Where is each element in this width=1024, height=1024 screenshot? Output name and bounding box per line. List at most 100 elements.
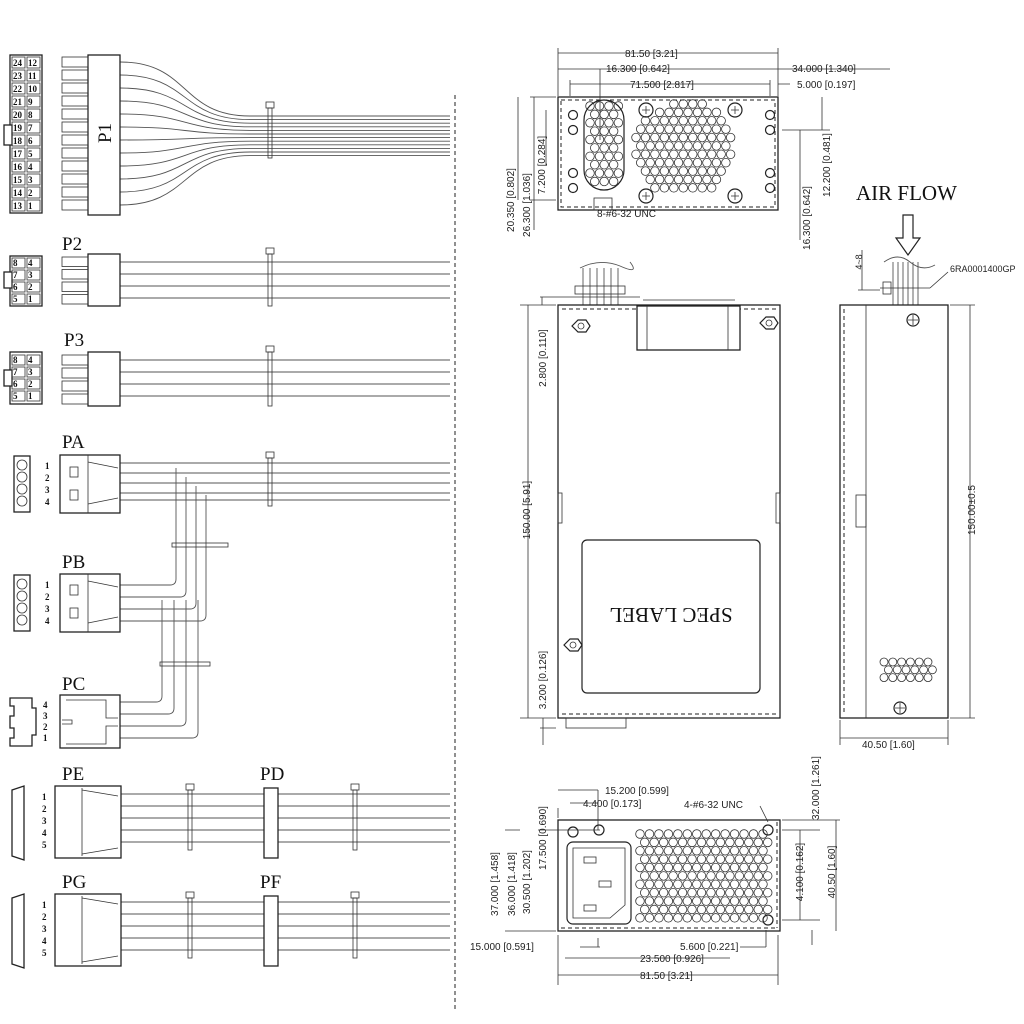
pin-number: 17 bbox=[13, 149, 23, 159]
screw-hole bbox=[567, 124, 579, 136]
vent-hole bbox=[763, 837, 773, 848]
vent-hole bbox=[720, 862, 730, 873]
cable-tie bbox=[267, 107, 273, 159]
vent-hole bbox=[668, 887, 678, 898]
vent-hole bbox=[721, 141, 731, 151]
vent-hole bbox=[683, 107, 693, 118]
vent-hole bbox=[758, 846, 768, 856]
vent-hole bbox=[659, 183, 670, 193]
vent-hole bbox=[645, 141, 655, 151]
vent-hole bbox=[599, 159, 609, 170]
vent-hole bbox=[663, 846, 674, 856]
pin-number: 21 bbox=[13, 97, 23, 107]
pin-number: 5 bbox=[28, 149, 33, 159]
vent-hole bbox=[635, 829, 645, 839]
svg-text:71.500 [2.817]: 71.500 [2.817] bbox=[630, 80, 694, 91]
vent-hole bbox=[914, 673, 924, 682]
pin-cell bbox=[11, 293, 26, 305]
svg-text:5: 5 bbox=[42, 948, 47, 958]
svg-text:2: 2 bbox=[42, 912, 47, 922]
vent-hole bbox=[673, 913, 683, 923]
wire bbox=[119, 113, 450, 131]
vent-hole bbox=[604, 118, 614, 128]
vent-hole bbox=[692, 846, 702, 856]
vent-hole bbox=[659, 166, 670, 176]
vent-hole bbox=[669, 149, 679, 160]
pin-cell bbox=[11, 186, 26, 199]
vent-hole bbox=[758, 896, 768, 906]
svg-text:4: 4 bbox=[45, 616, 50, 626]
vent-hole bbox=[758, 862, 768, 873]
vent-hole bbox=[687, 854, 697, 864]
vent-hole bbox=[710, 829, 721, 839]
vent-hole bbox=[673, 141, 684, 151]
vent-hole bbox=[636, 157, 646, 168]
vent-hole bbox=[678, 183, 689, 193]
vent-hole bbox=[919, 665, 928, 675]
vent-hole bbox=[658, 871, 669, 881]
vent-hole bbox=[914, 657, 924, 667]
vent-hole bbox=[923, 657, 933, 667]
pin-number: 23 bbox=[13, 71, 23, 81]
svg-text:5.000 [0.197]: 5.000 [0.197] bbox=[797, 80, 856, 91]
vent-hole bbox=[710, 896, 721, 906]
vent-hole bbox=[692, 862, 702, 873]
vent-hole bbox=[677, 904, 688, 915]
pin-number: 1 bbox=[28, 294, 33, 304]
pin-cell bbox=[26, 186, 41, 199]
vent-hole bbox=[729, 913, 740, 923]
vent-hole bbox=[654, 896, 664, 906]
vent-hole bbox=[654, 124, 665, 134]
vent-hole bbox=[645, 174, 655, 185]
vent-hole bbox=[725, 854, 735, 864]
pin-number: 5 bbox=[13, 391, 18, 401]
pin-number: 4 bbox=[28, 162, 33, 172]
vent-hole bbox=[613, 134, 624, 145]
vent-hole bbox=[706, 183, 717, 193]
vent-hole bbox=[910, 665, 920, 675]
vent-hole bbox=[706, 854, 716, 864]
svg-text:12.200 [0.481]: 12.200 [0.481] bbox=[822, 133, 833, 197]
vent-hole bbox=[744, 887, 754, 898]
pin-cell bbox=[26, 121, 41, 134]
vent-hole bbox=[594, 101, 605, 111]
pin-number: 5 bbox=[13, 294, 18, 304]
vent-hole bbox=[644, 896, 655, 906]
vent-hole bbox=[683, 124, 693, 134]
pin-cell bbox=[11, 269, 26, 281]
svg-text:150.00±0.5: 150.00±0.5 bbox=[967, 485, 978, 535]
vent-hole bbox=[613, 118, 624, 128]
pin-number: 8 bbox=[28, 110, 33, 120]
vent-hole bbox=[604, 168, 614, 178]
pin-cell bbox=[11, 82, 26, 95]
vent-hole bbox=[683, 174, 693, 185]
vent-hole bbox=[711, 141, 722, 151]
vent-hole bbox=[716, 166, 726, 176]
pin-number: 6 bbox=[28, 136, 33, 146]
vent-hole bbox=[645, 157, 655, 168]
svg-text:7.200 [0.284]: 7.200 [0.284] bbox=[537, 136, 548, 195]
vent-hole bbox=[613, 101, 624, 111]
vent-hole bbox=[692, 124, 703, 134]
vent-hole bbox=[697, 99, 707, 109]
svg-text:3: 3 bbox=[43, 711, 48, 721]
vent-hole bbox=[688, 166, 698, 176]
wire bbox=[119, 155, 450, 206]
wire bbox=[120, 468, 177, 586]
vent-hole bbox=[590, 176, 600, 187]
vent-hole bbox=[644, 913, 655, 923]
vent-hole bbox=[701, 896, 711, 906]
vent-hole bbox=[585, 151, 595, 162]
vent-hole bbox=[613, 168, 624, 178]
vent-hole bbox=[715, 871, 726, 881]
svg-text:4: 4 bbox=[45, 497, 50, 507]
pin-cell bbox=[11, 257, 26, 269]
vent-hole bbox=[649, 887, 659, 898]
vent-hole bbox=[701, 846, 711, 856]
pin-number: 18 bbox=[13, 136, 23, 146]
vent-hole bbox=[748, 896, 759, 906]
vent-hole bbox=[725, 149, 736, 160]
vent-hole bbox=[658, 837, 669, 848]
vent-hole bbox=[654, 862, 664, 873]
